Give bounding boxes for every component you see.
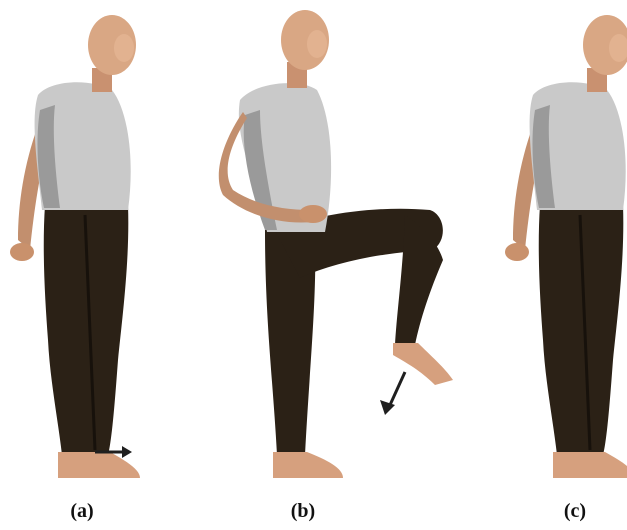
caption-b: (b)	[273, 500, 333, 523]
caption-c: (c)	[545, 500, 605, 523]
arrow-b	[380, 372, 405, 415]
panel-c: (c)	[495, 0, 627, 530]
figure-b-illustration	[205, 0, 465, 500]
panel-a: (a)	[0, 0, 170, 530]
caption-a: (a)	[52, 500, 112, 523]
panel-b: (b)	[205, 0, 465, 530]
figure-a-illustration	[0, 0, 170, 500]
figure-c-illustration	[495, 0, 627, 500]
